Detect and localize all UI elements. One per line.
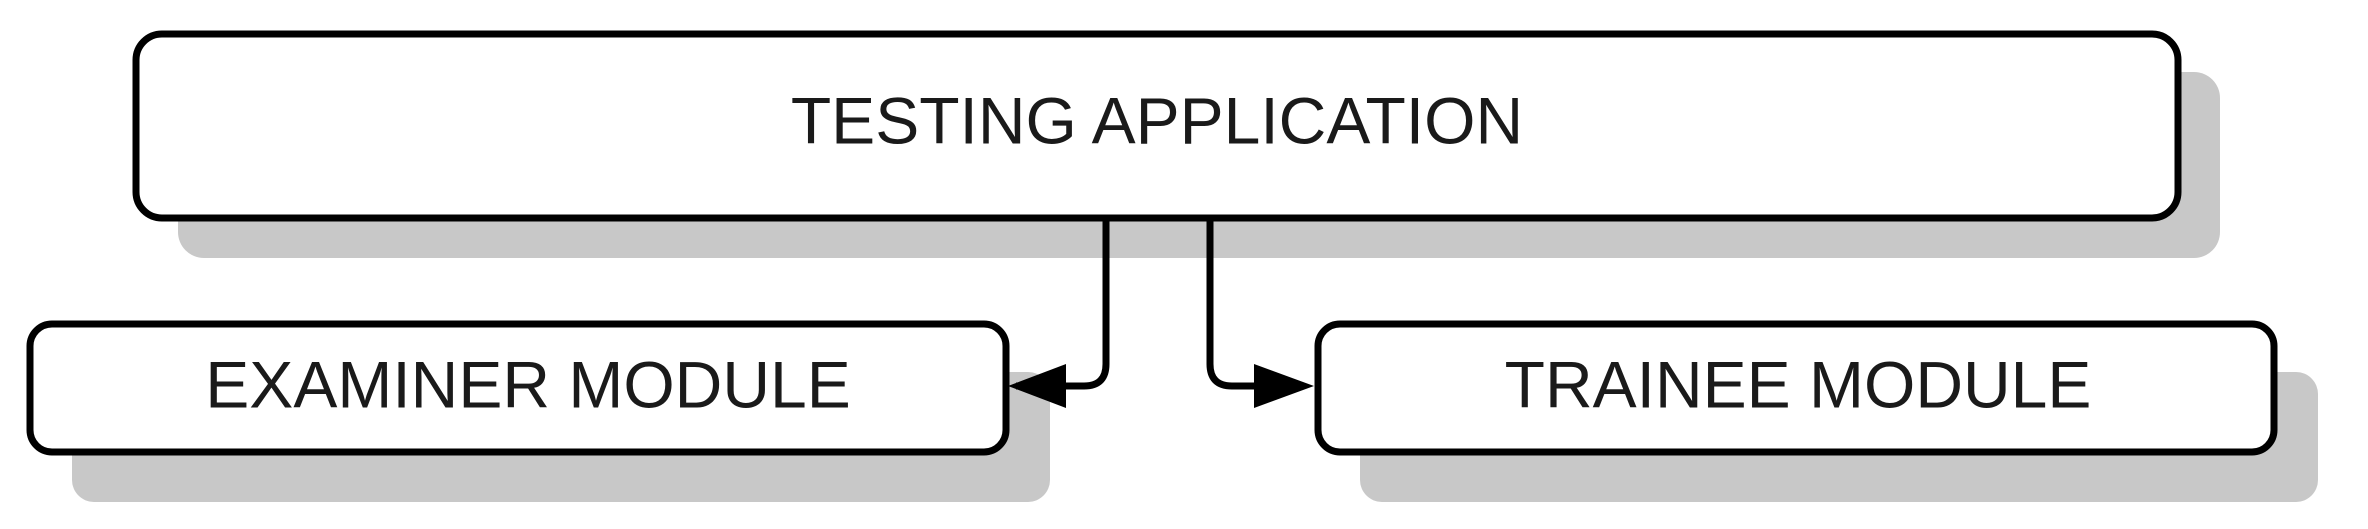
node-testing-application-box — [132, 30, 2182, 222]
connector-root-to-trainee — [1206, 220, 1300, 390]
node-examiner-module-box — [26, 320, 1010, 456]
node-examiner-module-label: EXAMINER MODULE — [205, 347, 850, 421]
node-testing-application-label: TESTING APPLICATION — [791, 83, 1523, 157]
arrowhead-trainee — [1254, 364, 1314, 408]
node-trainee-module-label: TRAINEE MODULE — [1505, 347, 2092, 421]
node-trainee-module: TRAINEE MODULE — [1314, 320, 2318, 502]
node-examiner-module: EXAMINER MODULE — [26, 320, 1050, 502]
node-testing-application: TESTING APPLICATION — [132, 30, 2220, 258]
node-trainee-module-box — [1314, 320, 2278, 456]
connector-root-to-examiner — [1015, 220, 1110, 391]
arrowhead-examiner — [1008, 364, 1066, 408]
